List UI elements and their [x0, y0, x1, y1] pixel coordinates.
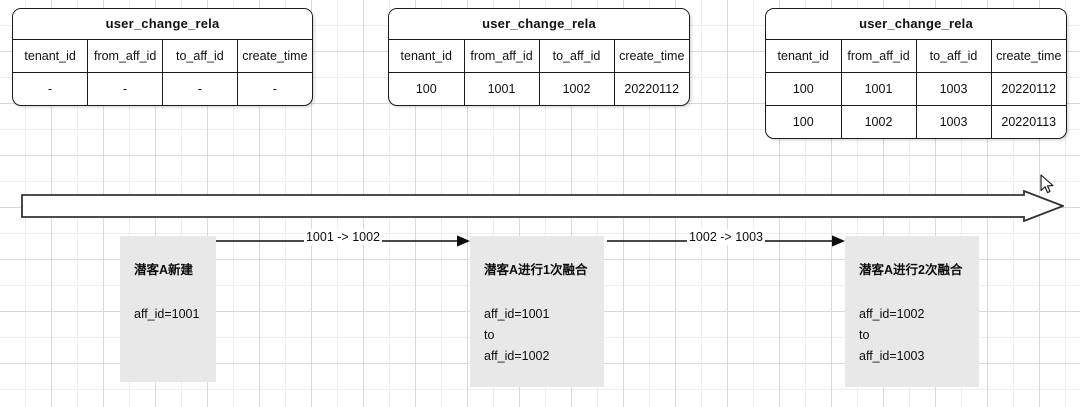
db-cell-tenant-id: 100: [766, 105, 842, 138]
table-row: 100 1001 1003 20220112: [766, 72, 1066, 106]
table-row: 100 1001 1002 20220112: [389, 72, 689, 105]
db-cell-to-aff-id: -: [162, 72, 238, 105]
connector-label: 1001 -> 1002: [303, 229, 383, 245]
cursor-arrow-shape: [1040, 174, 1054, 194]
db-table-grid: tenant_id from_aff_id to_aff_id create_t…: [766, 40, 1066, 138]
stage-box-created[interactable]: 潜客A新建 aff_id=1001: [120, 236, 216, 382]
stage-title: 潜客A新建: [134, 263, 194, 277]
stage-detail-lines: aff_id=1001 to aff_id=1002: [484, 304, 604, 367]
db-cell-create-time: -: [237, 72, 312, 105]
db-cell-create-time: 20220113: [991, 105, 1066, 138]
db-cell-from-aff-id: 1001: [464, 72, 540, 105]
connector-first-merge: 1001 -> 1002: [216, 229, 470, 252]
stage-title: 潜客A进行1次融合: [484, 263, 588, 277]
db-column-header-from-aff-id: from_aff_id: [464, 40, 540, 73]
stage-detail-lines: aff_id=1002 to aff_id=1003: [859, 304, 979, 367]
db-table-title: user_change_rela: [13, 9, 312, 40]
stage-line: to: [859, 328, 870, 342]
db-table-grid: tenant_id from_aff_id to_aff_id create_t…: [13, 40, 312, 105]
db-column-header-create-time: create_time: [996, 49, 1062, 63]
db-column-header-tenant-id: tenant_id: [13, 40, 89, 73]
stage-line: aff_id=1002: [859, 307, 925, 321]
db-cell-from-aff-id: 1002: [841, 105, 917, 138]
db-cell-to-aff-id: 1002: [539, 72, 615, 105]
db-table-after-second-merge[interactable]: user_change_rela tenant_id from_aff_id t…: [765, 8, 1067, 139]
connector-second-merge: 1002 -> 1003: [607, 229, 845, 252]
db-column-header-from-aff-id: from_aff_id: [87, 40, 163, 73]
db-cell-create-time: 20220112: [614, 72, 689, 105]
db-column-header-from-aff-id: from_aff_id: [841, 40, 917, 73]
connector-label: 1002 -> 1003: [686, 229, 766, 245]
stage-box-second-merge[interactable]: 潜客A进行2次融合 aff_id=1002 to aff_id=1003: [845, 236, 979, 387]
db-table-initial[interactable]: user_change_rela tenant_id from_aff_id t…: [12, 8, 313, 106]
timeline-arrow: [21, 189, 1066, 223]
db-header-row: tenant_id from_aff_id to_aff_id create_t…: [13, 40, 312, 73]
db-table-after-first-merge[interactable]: user_change_rela tenant_id from_aff_id t…: [388, 8, 690, 106]
stage-line: aff_id=1001: [484, 307, 550, 321]
table-row: 100 1002 1003 20220113: [766, 105, 1066, 138]
db-table-title: user_change_rela: [389, 9, 689, 40]
stage-line: aff_id=1002: [484, 349, 550, 363]
db-cell-to-aff-id: 1003: [916, 105, 992, 138]
db-cell-to-aff-id: 1003: [916, 72, 992, 106]
db-column-header-to-aff-id: to_aff_id: [916, 40, 992, 73]
db-cell-tenant-id: -: [13, 72, 89, 105]
db-column-header-create-time: create_time: [619, 49, 685, 63]
db-cell-from-aff-id: -: [87, 72, 163, 105]
stage-line: aff_id=1001: [134, 307, 200, 321]
stage-detail-lines: aff_id=1001: [134, 304, 216, 325]
db-header-row: tenant_id from_aff_id to_aff_id create_t…: [766, 40, 1066, 73]
db-cell-from-aff-id: 1001: [841, 72, 917, 106]
stage-line: aff_id=1003: [859, 349, 925, 363]
mouse-cursor-icon: [1040, 174, 1056, 196]
db-column-header-to-aff-id: to_aff_id: [162, 40, 238, 73]
stage-line: to: [484, 328, 495, 342]
db-header-row: tenant_id from_aff_id to_aff_id create_t…: [389, 40, 689, 73]
db-column-header-to-aff-id: to_aff_id: [539, 40, 615, 73]
db-cell-tenant-id: 100: [766, 72, 842, 106]
stage-title: 潜客A进行2次融合: [859, 263, 963, 277]
db-column-header-create-time: create_time: [242, 49, 308, 63]
db-column-header-tenant-id: tenant_id: [389, 40, 465, 73]
db-column-header-tenant-id: tenant_id: [766, 40, 842, 73]
db-cell-tenant-id: 100: [389, 72, 465, 105]
stage-box-first-merge[interactable]: 潜客A进行1次融合 aff_id=1001 to aff_id=1002: [470, 236, 604, 387]
timeline-arrow-shape: [21, 189, 1066, 223]
table-row: - - - -: [13, 72, 312, 105]
db-table-grid: tenant_id from_aff_id to_aff_id create_t…: [389, 40, 689, 105]
db-cell-create-time: 20220112: [991, 72, 1066, 106]
db-table-title: user_change_rela: [766, 9, 1066, 40]
